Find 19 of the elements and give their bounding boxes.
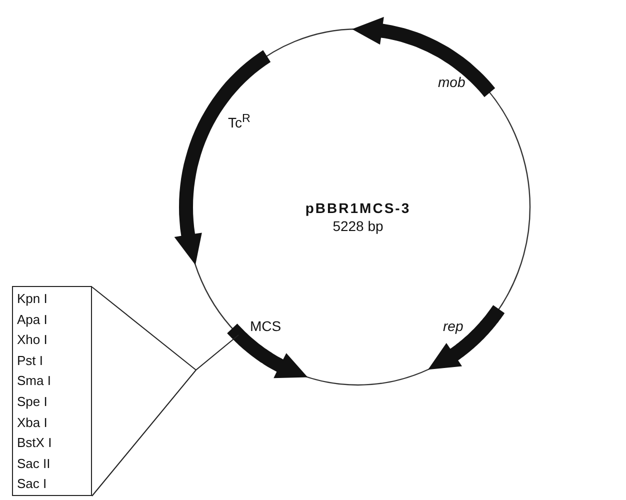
restriction-site: Xba I	[17, 414, 48, 430]
plasmid-size: 5228 bp	[332, 218, 384, 234]
plasmid-name: pBBR1MCS-3	[305, 200, 411, 216]
restriction-site: Spe I	[17, 394, 48, 409]
gene-label: rep	[443, 318, 464, 334]
gene-label: Tc$^{R}$	[228, 112, 250, 131]
gene-label: mob	[438, 74, 466, 90]
restriction-site: Xho I	[17, 332, 48, 348]
restriction-site: BstX I	[17, 435, 52, 450]
restriction-site: Sac II	[17, 456, 50, 471]
plasmid-map-drawing	[174, 16, 531, 386]
restriction-site-box	[12, 286, 92, 496]
gene-label: MCS	[250, 318, 282, 334]
restriction-site: Pst I	[17, 352, 44, 368]
leader-line	[91, 286, 240, 497]
restriction-site: Sma I	[17, 373, 51, 388]
restriction-site: Kpn I	[17, 291, 48, 306]
restriction-site: Apa I	[17, 312, 48, 327]
restriction-site: Sac I	[17, 476, 47, 492]
